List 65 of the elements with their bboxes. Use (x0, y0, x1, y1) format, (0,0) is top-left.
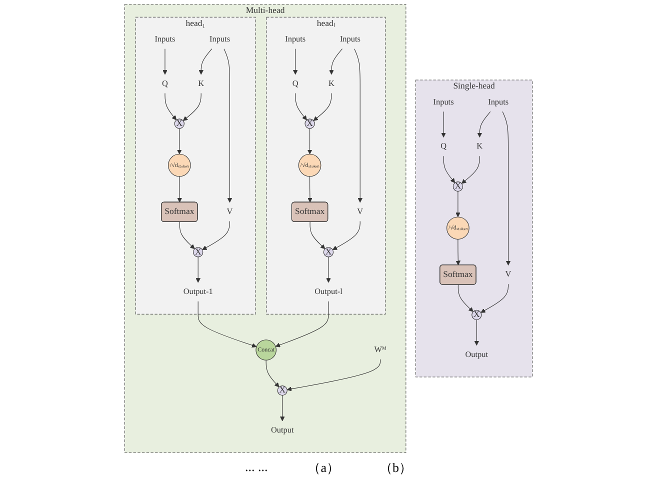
arrow (292, 48, 298, 75)
arrow (202, 221, 230, 250)
arrow (280, 395, 285, 422)
node-text: Inputs (488, 98, 509, 106)
arrow (313, 93, 332, 121)
arrow (326, 256, 331, 283)
arrow (198, 48, 212, 75)
node-text: Output-1 (183, 287, 213, 296)
node-text: Q (162, 79, 168, 88)
arrow (480, 284, 509, 313)
arrow (329, 48, 343, 75)
node-text: Output-l (314, 287, 342, 296)
node-text: Output (465, 350, 488, 360)
node-text: Q (292, 79, 298, 88)
arrow (177, 176, 182, 203)
arrow (286, 359, 381, 392)
node-circle: X (193, 247, 204, 258)
arrow (177, 128, 182, 154)
arrow (295, 93, 307, 120)
arrow (443, 156, 456, 184)
node-circle: X (472, 310, 482, 320)
node-text: Inputs (285, 34, 306, 44)
node-circle: X (452, 181, 464, 192)
arrow (461, 156, 480, 184)
node-circle: X (277, 386, 288, 396)
node-text: Inputs (210, 34, 230, 44)
arrow (354, 48, 362, 203)
arrow (456, 191, 460, 218)
node-text: K (476, 142, 483, 151)
arrow (164, 93, 177, 120)
node-text: V (226, 207, 233, 216)
ellipsis-text: ... ... (244, 459, 268, 476)
arrow (196, 256, 200, 283)
node-text: V (505, 270, 512, 279)
arrow (224, 48, 232, 203)
arrow (182, 93, 202, 121)
arrow (162, 48, 168, 75)
arrow (266, 360, 280, 388)
node-text: K (198, 79, 204, 88)
arrow (308, 176, 312, 203)
panel-label: （b） (380, 459, 412, 477)
node-text: V (357, 207, 364, 216)
panel-label: （a） (308, 459, 340, 477)
node-text: Output (271, 426, 294, 435)
node-circle: X (304, 118, 315, 129)
arrow (502, 111, 511, 266)
arrow (458, 284, 474, 312)
arrow (275, 301, 329, 348)
node-circle: X (174, 118, 184, 129)
arrow (456, 238, 461, 266)
node-text: Q (440, 142, 446, 151)
node-text: Inputs (433, 98, 454, 106)
arrow (441, 111, 446, 138)
arrow (477, 111, 491, 138)
arrow (310, 222, 326, 250)
node-text: Wᴹ (374, 345, 386, 354)
node-text: K (328, 79, 334, 88)
node-text: Inputs (340, 34, 360, 44)
arrow (332, 221, 360, 250)
node-text: Inputs (154, 34, 176, 44)
arrow (198, 301, 257, 348)
arrow (307, 128, 312, 154)
arrow (179, 222, 195, 250)
arrow (474, 319, 480, 346)
node-circle: X (323, 247, 334, 258)
